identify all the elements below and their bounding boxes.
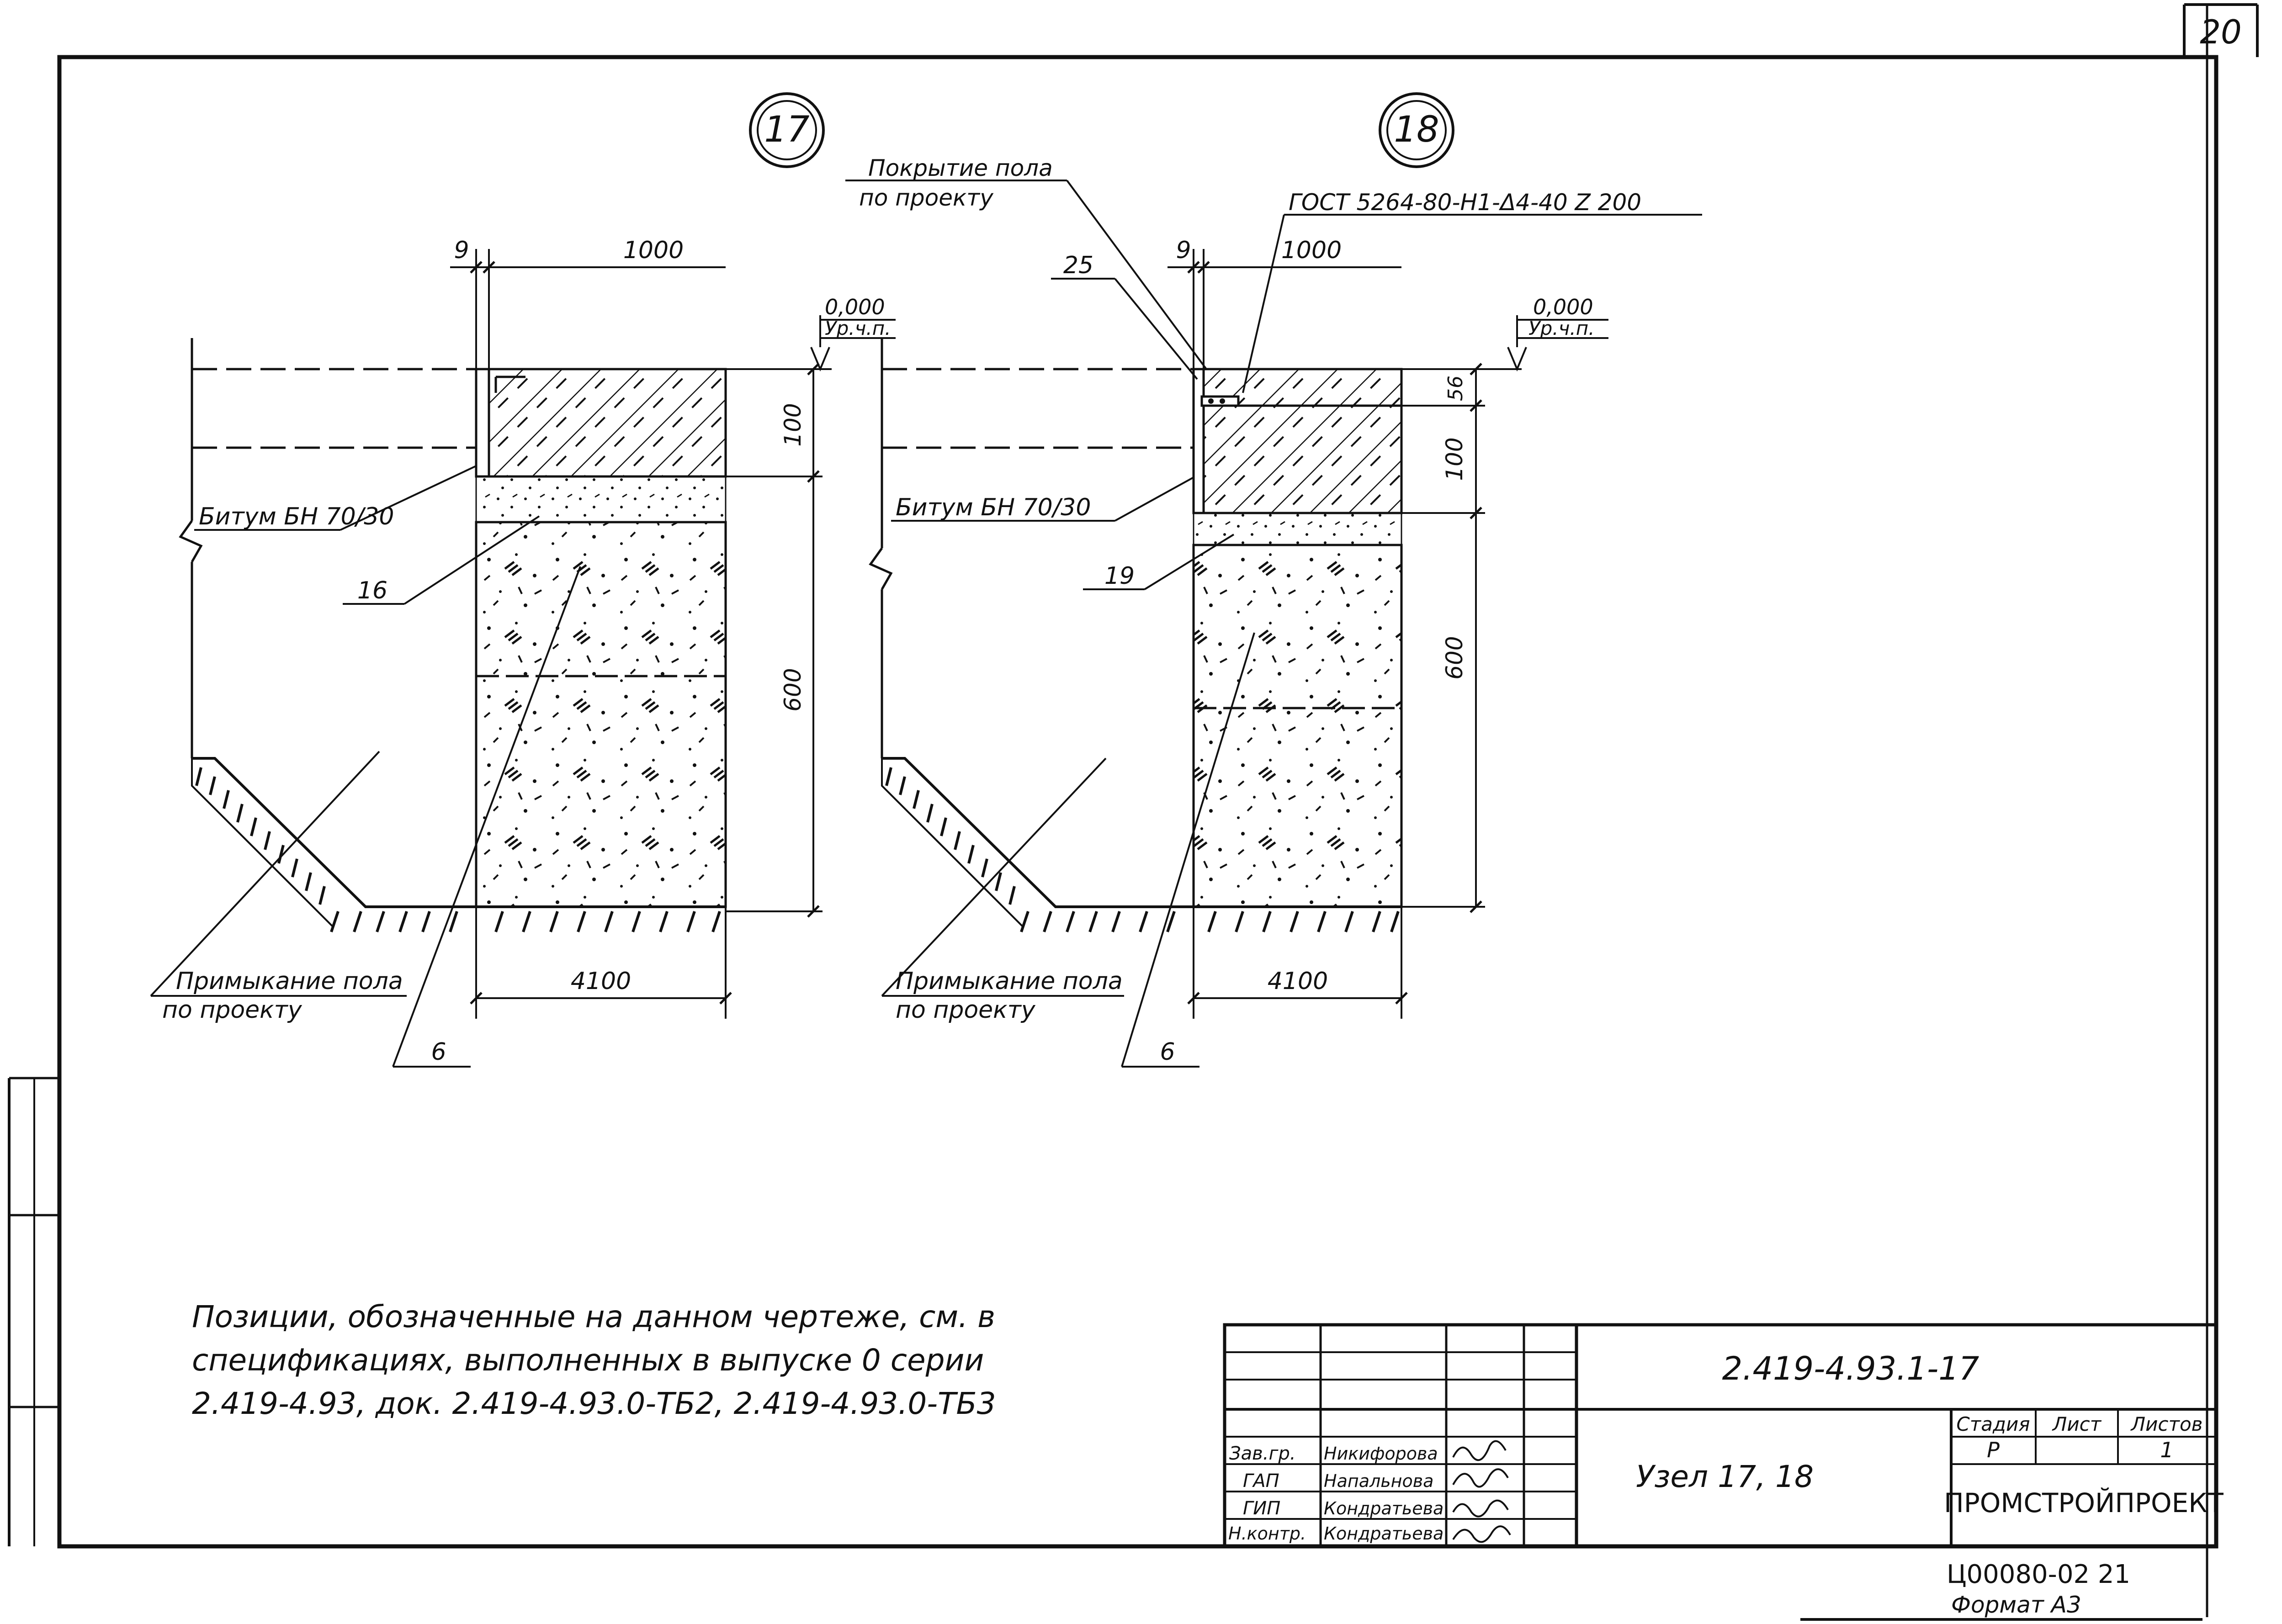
node-18-dim-56: 56 [1444,376,1467,401]
node-18-callout-19: 19 [1104,562,1135,590]
node-18-concrete-layer [1192,544,1403,908]
stage-value: Р [1987,1438,2000,1462]
signature-name-2: Напальнова [1324,1471,1433,1491]
organization-name: ПРОМСТРОЙПРОЕКТ [1944,1487,2224,1518]
signature-name-3: Кондратьева [1324,1498,1443,1518]
drawing-title: Узел 17, 18 [1636,1459,1814,1494]
node-18-dim-4100: 4100 [1268,968,1328,995]
drawing-designation: 2.419-4.93.1-17 [1722,1350,1980,1387]
node-18-excavation [882,757,1401,908]
general-note: Позиции, обозначенные на данном чертеже,… [192,1299,996,1421]
node-17-junction-line2: по проекту [162,996,302,1024]
node-17-callout-16: 16 [357,577,387,604]
note-line3: 2.419-4.93, док. 2.419-4.93.0-ТБ2, 2.419… [192,1386,996,1421]
node-18-callout-6: 6 [1160,1038,1175,1066]
node-17-excavation [192,757,726,908]
node-17-concrete-layer [475,521,727,908]
node-17-dim-width: 1000 [623,237,684,264]
note-line2: спецификациях, выполненных в выпуске 0 с… [192,1343,984,1378]
frame-bottom-code: Ц00080-02 21 [1947,1560,2130,1589]
signature-name-1: Никифорова [1324,1444,1438,1464]
sheets-header: Листов [2130,1413,2203,1435]
node-18-drawing: 18 [845,92,1702,1068]
node-17-number: 17 [764,109,809,150]
node-17-bitumen-label: Битум БН 70/30 [199,503,394,530]
signature-role-1: Зав.гр. [1229,1443,1296,1464]
node-18-level-value: 0,000 [1533,295,1593,319]
node-17-drawing: 17 [150,92,896,1068]
node-18-top-layer [1192,404,1403,514]
node-18-coating-line1: Покрытие пола [868,155,1053,181]
signature-name-4: Кондратьева [1324,1523,1443,1544]
node-18-dim-width: 1000 [1281,237,1342,264]
node-17-level-value: 0,000 [825,295,885,319]
node-17-dim-gap: 9 [454,237,469,264]
node-18-bitumen-label: Битум БН 70/30 [896,494,1091,521]
note-line1: Позиции, обозначенные на данном чертеже,… [192,1299,995,1334]
node-17-dim-600: 600 [780,668,806,711]
node-18-badge [1379,92,1454,168]
node-17-callout-6: 6 [431,1038,446,1066]
node-18-dim-gap: 9 [1176,237,1191,264]
node-17-level-label: Ур.ч.п. [825,317,891,339]
node-18-junction-line2: по проекту [896,996,1036,1024]
node-18-level-label: Ур.ч.п. [1528,317,1595,339]
sheet-frame [8,3,2259,1621]
sheet-format: Формат А3 [1951,1592,2081,1618]
page-number: 20 [2200,13,2242,51]
node-17-bitumen-layer [475,476,727,523]
node-18-junction-line1: Примыкание пола [896,968,1123,995]
node-18-gost-label: ГОСТ 5264-80-Н1-Δ4-40 Z 200 [1289,189,1641,216]
node-17-dim-4100: 4100 [571,968,631,995]
signature-role-4: Н.контр. [1228,1523,1306,1544]
signature-role-2: ГАП [1243,1471,1279,1492]
node-17-junction-line1: Примыкание пола [176,968,403,995]
sheet-header: Лист [2052,1413,2102,1435]
node-18-number: 18 [1394,109,1439,150]
title-block: 2.419-4.93.1-17 Узел 17, 18 Стадия Лист … [1223,1323,2224,1548]
node-18-callout-25: 25 [1063,252,1093,279]
stage-header: Стадия [1956,1413,2030,1435]
node-18-coating-line2: по проекту [859,185,994,211]
node-18-dim-100: 100 [1441,437,1468,481]
signature-scribbles [1452,1440,1511,1543]
sheets-value: 1 [2160,1438,2173,1462]
node-17-dim-100: 100 [780,403,806,446]
node-18-dim-600: 600 [1441,636,1468,679]
node-17-badge [749,92,825,168]
node-17-top-layer [475,368,727,478]
signature-role-3: ГИП [1243,1498,1280,1519]
